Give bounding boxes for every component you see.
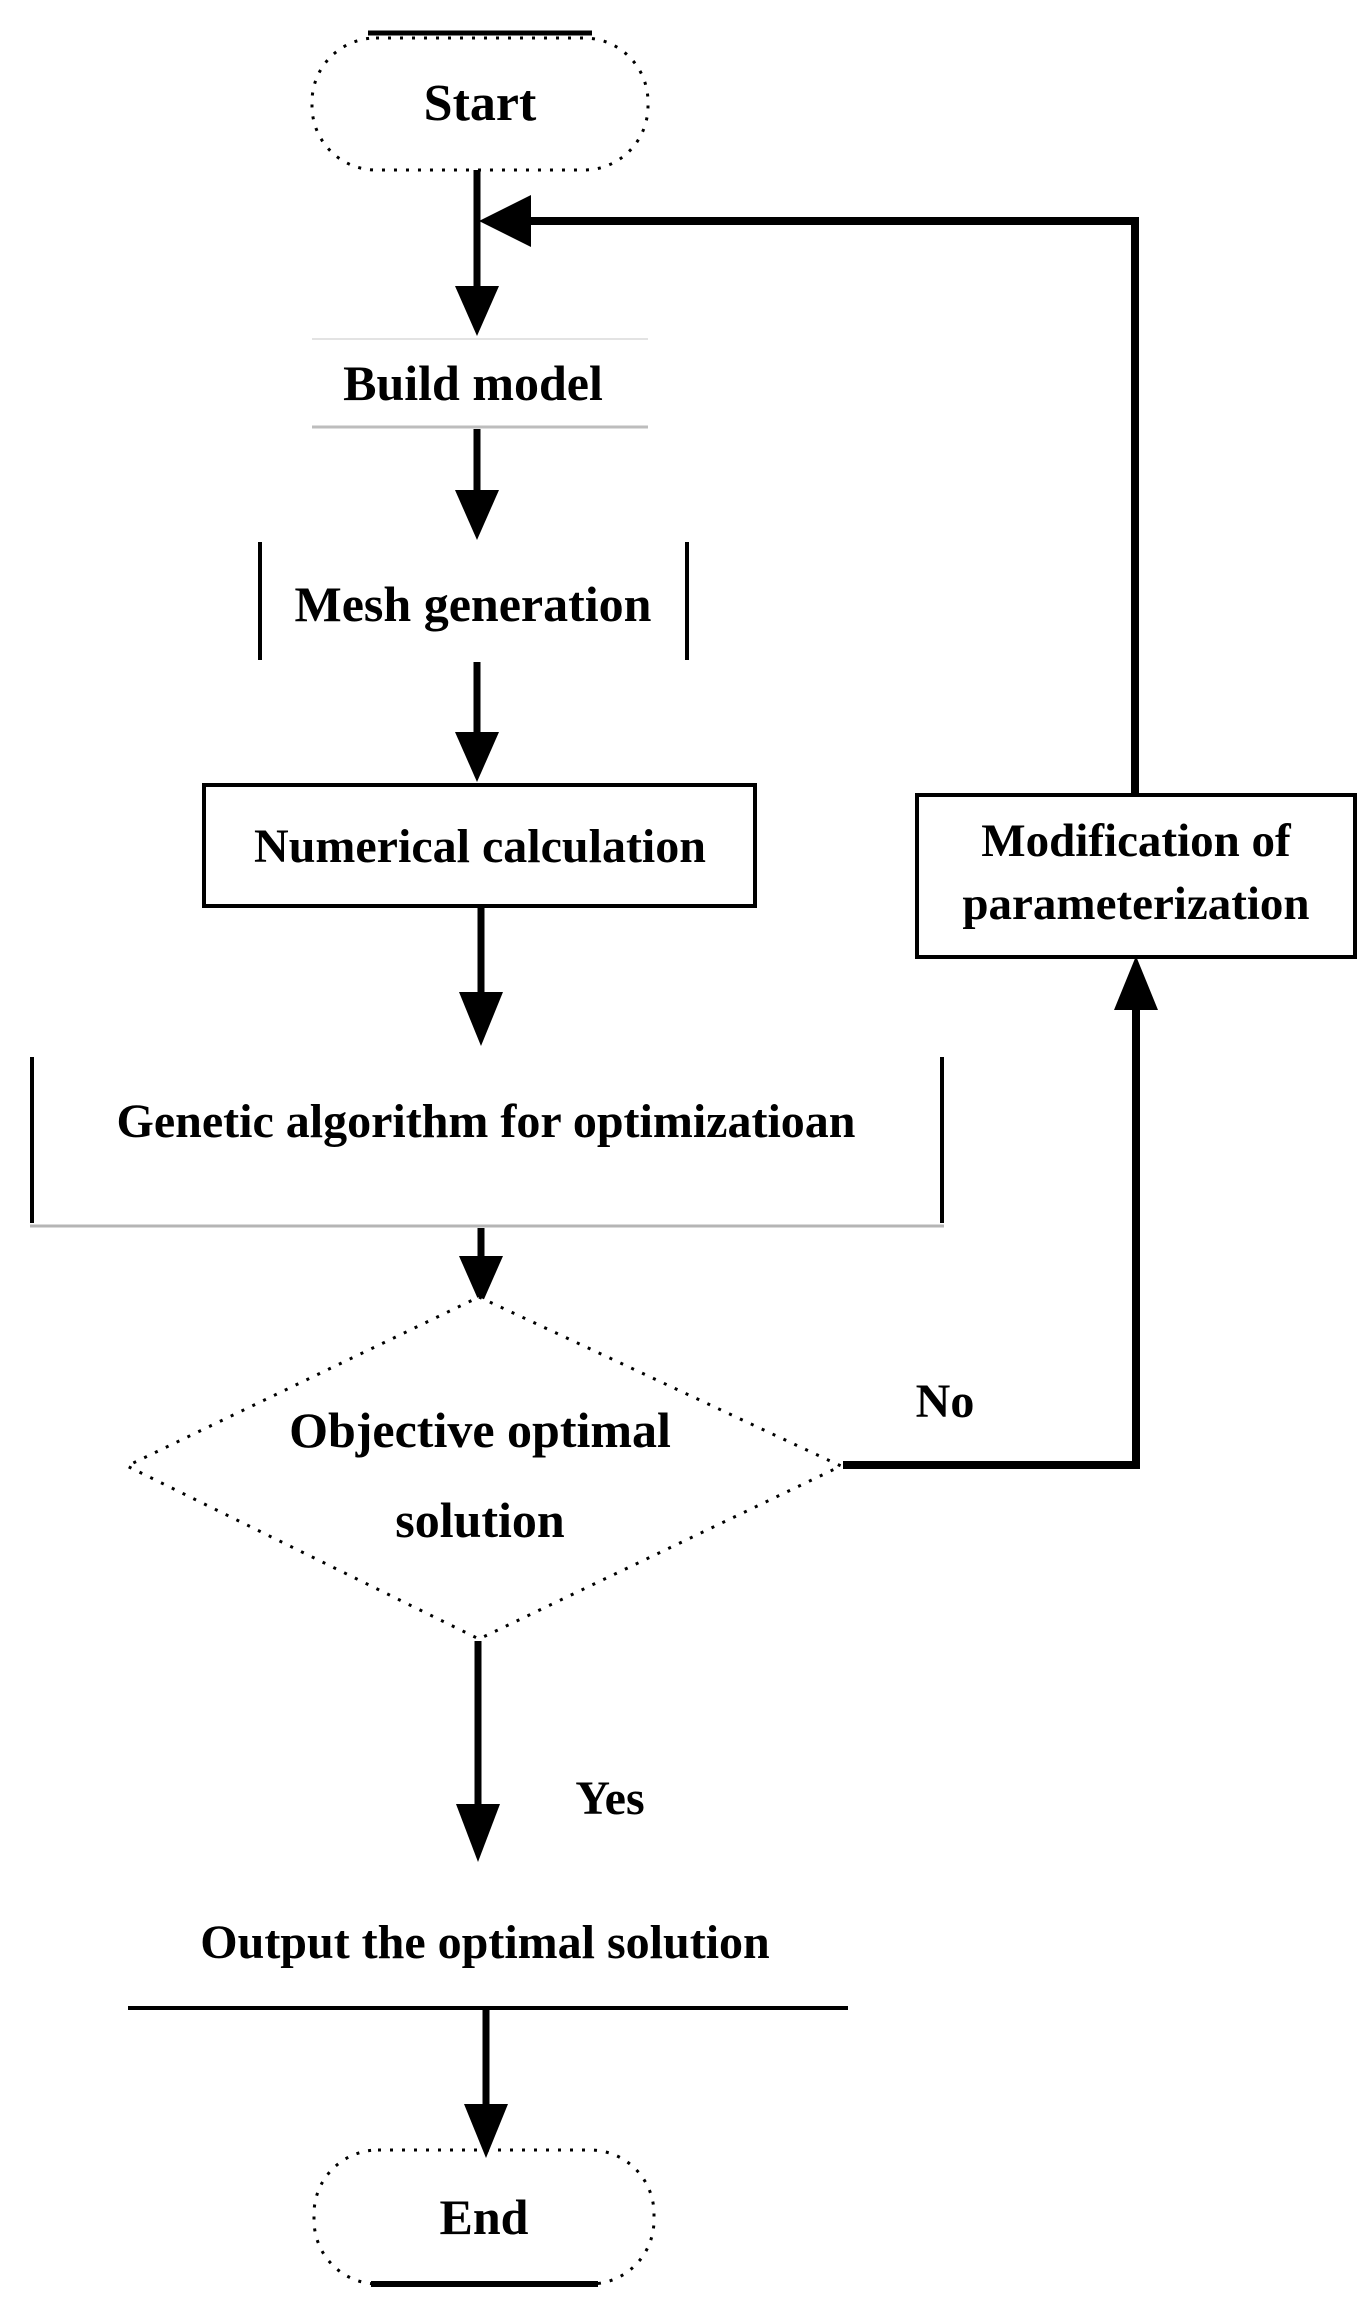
- no-edge-label: No: [915, 1375, 975, 1428]
- yes-edge-label: Yes: [575, 1772, 645, 1825]
- genetic-algorithm-label: Genetic algorithm for optimizatioan: [116, 1095, 856, 1148]
- modification-box: [915, 793, 1357, 959]
- no-branch-path: [843, 1008, 1140, 1469]
- arrowhead-into-mesh: [455, 490, 499, 540]
- start-label: Start: [423, 75, 537, 132]
- decision-diamond: [123, 1295, 845, 1641]
- arrowhead-into-decision: [459, 1256, 503, 1306]
- arrowhead-into-end: [464, 2104, 508, 2158]
- arrowhead-into-modification: [1114, 956, 1158, 1010]
- arrowhead-into-numerical: [455, 732, 499, 782]
- arrowhead-into-build-model: [455, 286, 499, 336]
- arrowhead-into-output: [456, 1804, 500, 1862]
- decision-label-line1: Objective optimal: [289, 1402, 671, 1458]
- feedback-arrowhead-left: [479, 195, 531, 247]
- decision-label-line2: solution: [395, 1492, 565, 1548]
- numerical-calculation-label: Numerical calculation: [254, 820, 706, 873]
- output-optimal-solution-label: Output the optimal solution: [200, 1916, 770, 1969]
- modification-label-line1: Modification of: [981, 815, 1291, 867]
- end-oval: [312, 2148, 656, 2286]
- arrowhead-into-genetic: [459, 992, 503, 1046]
- build-model-label: Build model: [343, 355, 603, 411]
- mesh-generation-label: Mesh generation: [294, 576, 652, 632]
- modification-label-line2: parameterization: [962, 878, 1310, 930]
- end-label: End: [439, 2189, 529, 2245]
